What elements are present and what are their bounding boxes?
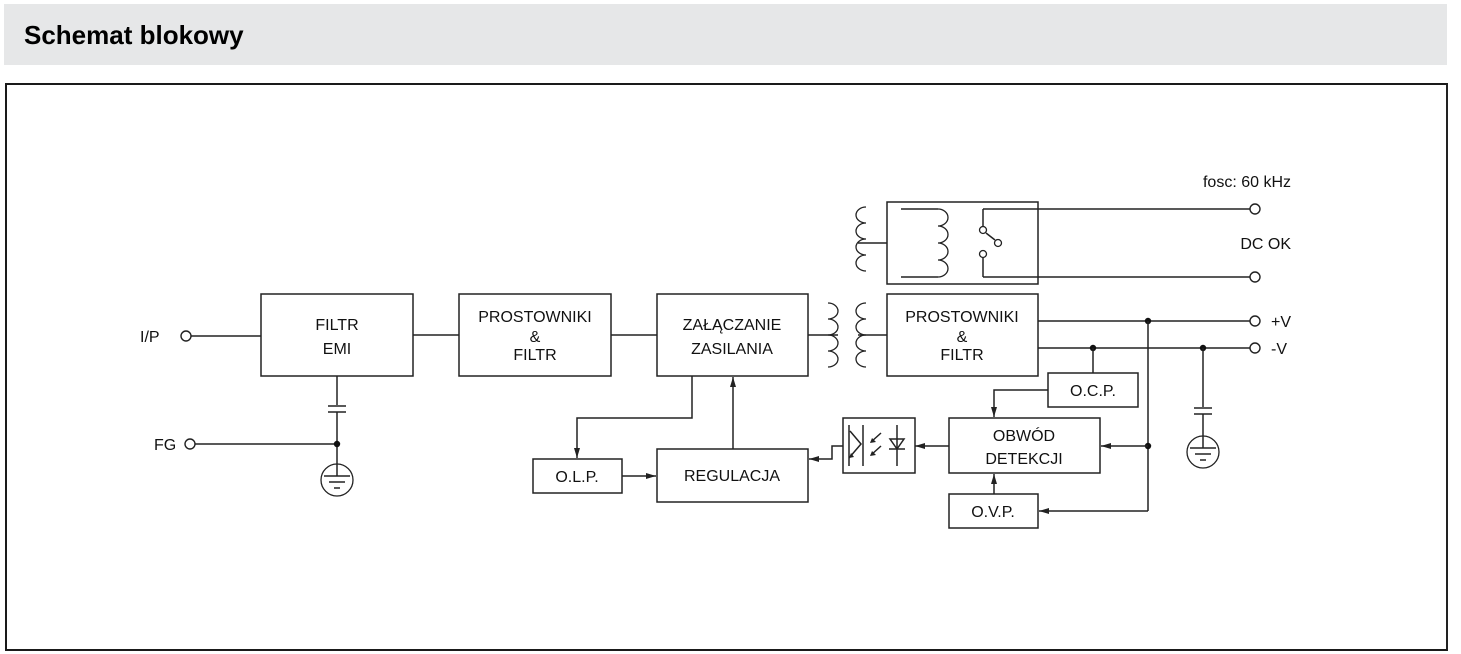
block-filtr-emi: FILTR EMI [260,293,414,377]
block-ocp: O.C.P. [1047,372,1139,408]
fosc-label: fosc: 60 kHz [1203,174,1291,191]
terminal-plus-v-icon [1249,315,1261,327]
block-label: FILTR [315,317,358,334]
ground-icon [1186,435,1220,469]
relay-coil-icon [937,208,949,278]
block-label: OBWÓD [993,426,1055,445]
terminal-fg-icon [184,438,196,450]
wire-switching-to-olp [574,376,693,458]
block-label: FILTR [513,347,556,364]
block-label: & [957,329,968,346]
block-label: EMI [323,341,351,358]
terminal-dc-ok-2-icon [1249,271,1261,283]
block-olp: O.L.P. [532,458,623,494]
block-label: & [530,329,541,346]
block-ovp: O.V.P. [948,493,1039,529]
dc-ok-label: DC OK [1240,236,1291,253]
terminal-dc-ok-1-icon [1249,203,1261,215]
relay-switch-icon [978,209,1003,277]
terminal-label-minus-v: -V [1271,341,1287,358]
block-label: O.V.P. [971,504,1015,521]
block-obwod-detekcji: OBWÓD DETEKCJI [948,417,1101,474]
capacitor-icon [1194,407,1212,415]
junction-dot [333,440,341,448]
terminal-ip-icon [180,330,192,342]
block-regulacja: REGULACJA [656,448,809,503]
block-prostowniki-filtr-output: PROSTOWNIKI & FILTR [886,293,1039,377]
block-prostowniki-filtr-input: PROSTOWNIKI & FILTR [458,293,612,377]
block-label: O.L.P. [555,469,598,486]
block-label: PROSTOWNIKI [478,309,592,326]
section-header: Schemat blokowy [4,4,1447,65]
auxiliary-winding-icon [855,206,867,272]
block-label: O.C.P. [1070,383,1116,400]
block-zalaczanie-zasilania: ZAŁĄCZANIE ZASILANIA [656,293,809,377]
terminal-label-fg: FG [154,437,176,454]
wire-ocp-to-detection [991,389,1048,417]
terminal-minus-v-icon [1249,342,1261,354]
terminal-label-plus-v: +V [1271,314,1291,331]
block-label: DETEKCJI [985,451,1062,468]
optocoupler-icon [842,417,916,474]
ground-icon [320,463,354,497]
terminal-label-ip: I/P [140,329,160,346]
block-label: PROSTOWNIKI [905,309,1019,326]
capacitor-icon [328,405,346,413]
wire-opto-to-regulation [809,445,843,462]
block-label: FILTR [940,347,983,364]
block-label: ZASILANIA [691,341,773,358]
block-label: ZAŁĄCZANIE [683,317,782,334]
block-label: REGULACJA [684,468,780,485]
relay-block [886,201,1039,285]
section-title: Schemat blokowy [24,20,244,50]
